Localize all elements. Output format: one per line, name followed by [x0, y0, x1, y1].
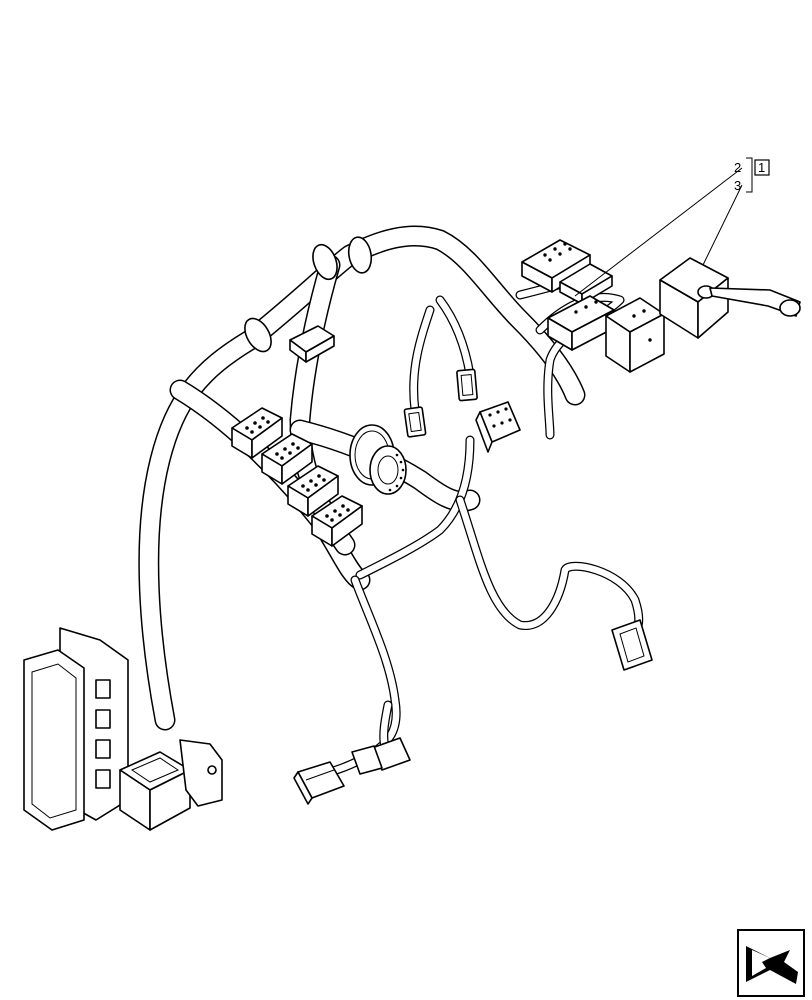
- connector-block-1: [231, 407, 283, 459]
- plug-connector-a: [403, 406, 427, 438]
- callout-item-3: 3: [734, 178, 741, 193]
- round-connector: [349, 424, 407, 495]
- thin-wire-leads: [315, 275, 644, 780]
- mounting-bracket: [179, 739, 223, 807]
- callout-leaders: [574, 157, 753, 297]
- callout-group-box: [754, 159, 770, 176]
- switch-with-lever: [659, 257, 801, 339]
- connector-right-cluster: [547, 295, 665, 373]
- connector-block-3: [287, 465, 339, 517]
- inline-connector-upper: [289, 325, 335, 363]
- connector-wire-end: [611, 619, 653, 671]
- connector-bottom-rect: [293, 761, 345, 805]
- multi-plug-center: [475, 401, 521, 453]
- main-harness-trunk: [138, 225, 586, 731]
- callout-item-2: 2: [734, 160, 741, 175]
- next-page-arrow-icon[interactable]: [737, 929, 805, 997]
- connector-block-4: [311, 495, 363, 547]
- plug-connector-b: [456, 368, 478, 402]
- callout-group-ref: 1: [758, 160, 765, 175]
- connector-bottom-double: [351, 737, 411, 775]
- connector-block-2: [261, 433, 313, 485]
- fuse-relay-box: [23, 627, 129, 831]
- relay-socket: [119, 751, 191, 831]
